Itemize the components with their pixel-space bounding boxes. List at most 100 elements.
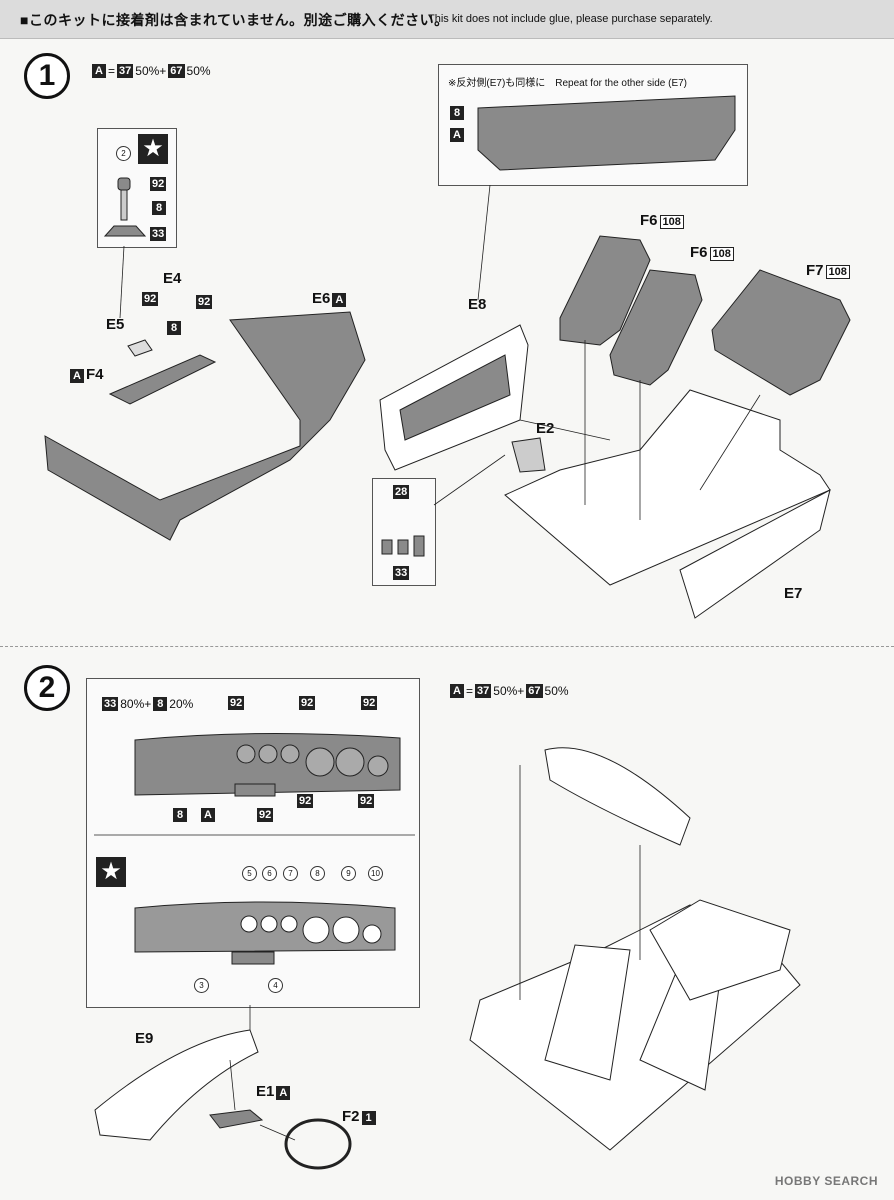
part-f7-code: 108 [825,265,850,279]
dash-code-92-f: 92 [257,808,274,822]
floor-pan-right [504,389,831,586]
door-panel-e8-inner [399,354,511,441]
dash-code-92-b: 92 [299,696,316,710]
dash-code-92-e: 92 [358,794,375,808]
steering-column-e1 [209,1109,264,1129]
part-e7: E7 [784,585,803,602]
mix-color-1: 37 [117,64,134,78]
part-e6-text: E6 [312,290,331,307]
step-1-number: 1 [24,53,70,99]
steering-wheel-f2 [284,1118,352,1170]
decal-8: 8 [310,866,325,881]
dash-mix-pct-1: 80%+ [120,697,152,711]
decal-gauge-8 [302,916,330,944]
dash-mix-color-1: 33 [102,697,119,711]
inset-code-a: A [450,128,464,142]
dashboard-e9 [94,1029,259,1141]
rear-seat-f7 [711,269,851,396]
pedal-code-28: 28 [393,485,410,499]
star-mark-2: ★ [96,857,126,887]
gauge-3 [280,744,300,764]
part-f4-code: A [70,369,84,383]
pedals-e2 [511,437,546,473]
guide-column [229,1059,236,1111]
dash-decal-lower [231,951,275,965]
step-2-paint-mix: A = 37 50%+ 67 50% [450,684,569,698]
guide-rear-seat [699,394,761,491]
decal-4: 4 [268,978,283,993]
decal-gauge-5 [240,915,258,933]
dashboard-painted [134,732,401,796]
mix2-color-2: 67 [526,684,543,698]
interior-seat-front [544,944,631,1081]
mix2-color-1: 37 [475,684,492,698]
mix-eq: = [108,64,116,78]
dash-lower-panel [234,783,276,797]
decal-gauge-6 [260,915,278,933]
mix2-code: A [450,684,464,698]
shifter-code-33: 33 [150,227,167,241]
gauge-6 [367,755,389,777]
decal-9: 9 [341,866,356,881]
dash-mix-color-2: 8 [153,697,168,711]
mix-pct-1: 50%+ [135,64,167,78]
decal-5: 5 [242,866,257,881]
floor-pan-left [44,311,366,541]
inset-door-panel [477,95,736,171]
gauge-4 [305,747,335,777]
dashboard-install [544,747,691,846]
shifter-code-92: 92 [150,177,167,191]
gauge-2 [258,744,278,764]
seat-f6-b [609,269,703,386]
shift-lever [120,189,128,221]
mix-pct-2: 50% [186,64,211,78]
part-e9: E9 [135,1030,154,1047]
dash-code-92-c: 92 [361,696,378,710]
dash-code-92-a: 92 [228,696,245,710]
part-f6b-code: 108 [709,247,734,261]
glue-notice-en: This kit does not include glue, please p… [428,13,713,25]
guide-wheel [259,1124,296,1141]
decal-6: 6 [262,866,277,881]
e4-code-92a: 92 [142,292,159,306]
decal-10: 10 [368,866,383,881]
shift-boot [103,225,147,237]
gauge-5 [335,747,365,777]
guide-e8 [519,419,611,441]
shifter-e5 [127,339,153,357]
console-f4 [108,354,217,405]
decal-gauge-10 [362,924,382,944]
pedal-1 [381,539,393,555]
leader-inset [477,184,491,301]
decal-2-marker: 2 [116,146,131,161]
mix-color-2: 67 [168,64,185,78]
part-f2-code: 1 [361,1111,376,1125]
shifter-code-8: 8 [152,201,166,215]
seat-f6-a [559,235,651,346]
decal-gauge-9 [332,916,360,944]
dash-code-8: 8 [173,808,187,822]
decal-gauge-7 [280,915,298,933]
part-e1-text: E1 [256,1083,275,1100]
step-2-number: 2 [24,665,70,711]
e4-code-92b: 92 [196,295,213,309]
watermark: HOBBY SEARCH [774,1174,878,1188]
leader-shifter [119,245,125,319]
pedal-2 [397,539,409,555]
part-e8: E8 [468,296,487,313]
star-icon-2: ★ [96,857,126,887]
mix2-eq: = [466,684,474,698]
part-f7-text: F7 [806,262,824,279]
part-f2-text: F2 [342,1108,360,1125]
part-e1-code: A [276,1086,291,1100]
part-e4: E4 [163,270,182,287]
mix2-pct-1: 50%+ [493,684,525,698]
dash-mix-pct-2: 20% [169,697,194,711]
